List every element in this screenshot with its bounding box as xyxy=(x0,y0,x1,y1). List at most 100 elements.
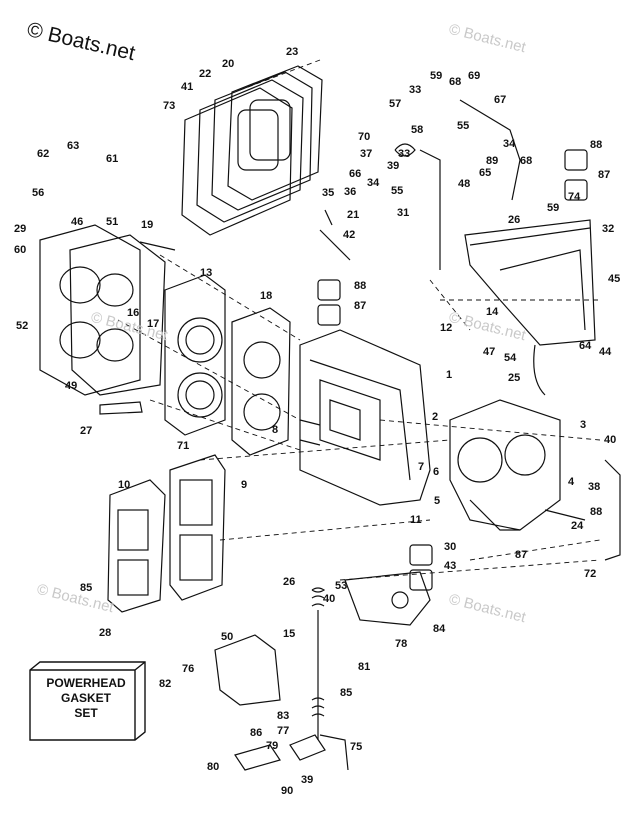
part-callout: 63 xyxy=(67,140,80,152)
part-callout: 39 xyxy=(387,160,400,172)
part-callout: 30 xyxy=(444,541,457,553)
part-callout: 58 xyxy=(411,124,424,136)
part-callout: 88 xyxy=(354,280,367,292)
part-callout: 87 xyxy=(354,300,367,312)
small-hardware xyxy=(99,99,621,561)
part-callout: 74 xyxy=(568,191,581,203)
link-parts xyxy=(234,734,349,771)
part-callout: 6 xyxy=(433,466,440,478)
part-callout: 64 xyxy=(579,340,592,352)
part-callout: 82 xyxy=(159,678,172,690)
part-callout: 59 xyxy=(547,202,560,214)
gasket-set-line: SET xyxy=(74,706,98,720)
part-callout: 39 xyxy=(301,774,314,786)
mounting-bracket xyxy=(464,219,596,346)
part-callout: 44 xyxy=(599,346,612,358)
part-callout: 35 xyxy=(322,187,335,199)
part-callout: 8 xyxy=(272,424,279,436)
part-callout: 33 xyxy=(409,84,422,96)
part-callout: 48 xyxy=(458,178,471,190)
part-callout: 52 xyxy=(16,320,29,332)
part-callout: 40 xyxy=(323,593,336,605)
part-callout: 71 xyxy=(177,440,190,452)
part-callout: 54 xyxy=(504,352,517,364)
part-callout: 14 xyxy=(486,306,499,318)
part-callout: 23 xyxy=(286,46,299,58)
part-callout: 70 xyxy=(358,131,371,143)
crankcase xyxy=(449,399,561,531)
part-callout: 20 xyxy=(222,58,235,70)
part-callout: 29 xyxy=(14,223,27,235)
part-callout: 13 xyxy=(200,267,213,279)
part-callout: 87 xyxy=(598,169,611,181)
part-callout: 80 xyxy=(207,761,220,773)
part-callout: 68 xyxy=(520,155,533,167)
part-callout: 17 xyxy=(147,318,160,330)
part-callout: 5 xyxy=(434,495,441,507)
bracket-78 xyxy=(214,634,281,706)
part-callout: 81 xyxy=(358,661,371,673)
part-callout: 22 xyxy=(199,68,212,80)
cylinder-block xyxy=(299,329,431,506)
part-callout: 56 xyxy=(32,187,45,199)
gasket-set-line: POWERHEAD xyxy=(46,676,126,690)
part-callout: 24 xyxy=(571,520,584,532)
part-callout: 43 xyxy=(444,560,457,572)
part-callout: 86 xyxy=(250,727,263,739)
part-callout: 36 xyxy=(344,186,357,198)
part-callout: 67 xyxy=(494,94,507,106)
part-callout: 9 xyxy=(241,479,248,491)
part-callout: 89 xyxy=(486,155,499,167)
part-callout: 76 xyxy=(182,663,195,675)
part-callout: 83 xyxy=(277,710,290,722)
part-callout: 79 xyxy=(266,740,279,752)
part-callout: 11 xyxy=(410,514,422,526)
part-callout: 26 xyxy=(283,576,296,588)
gasket-set-line: GASKET xyxy=(60,691,111,705)
part-callout: 16 xyxy=(127,307,140,319)
part-callout: 60 xyxy=(14,244,27,256)
part-callout: 73 xyxy=(163,100,176,112)
part-callout: 15 xyxy=(283,628,296,640)
cylinder-head-cover xyxy=(39,224,166,396)
part-callout: 66 xyxy=(349,168,362,180)
part-callout: 59 xyxy=(430,70,443,82)
part-callout: 61 xyxy=(106,153,119,165)
part-callout: 25 xyxy=(508,372,521,384)
part-callout: 50 xyxy=(221,631,234,643)
head-gasket xyxy=(231,307,291,456)
part-callout: 55 xyxy=(391,185,404,197)
part-callout: 34 xyxy=(503,138,516,150)
part-callout: 72 xyxy=(584,568,597,580)
leader-lines xyxy=(117,59,601,581)
part-callout: 27 xyxy=(80,425,93,437)
part-callout: 45 xyxy=(608,273,621,285)
part-callout: 26 xyxy=(508,214,521,226)
part-callout: 2 xyxy=(432,411,439,423)
part-callout: 53 xyxy=(335,580,348,592)
shaft-and-springs xyxy=(311,587,326,740)
part-callout: 62 xyxy=(37,148,50,160)
part-callout: 87 xyxy=(515,549,528,561)
part-callout: 85 xyxy=(340,687,353,699)
exhaust-cover-plates xyxy=(181,65,323,236)
part-callout: 75 xyxy=(350,741,363,753)
part-callout: 85 xyxy=(80,582,93,594)
part-callout: 88 xyxy=(590,506,603,518)
part-callout: 3 xyxy=(580,419,587,431)
part-callout: 40 xyxy=(604,434,617,446)
part-callout: 69 xyxy=(468,70,481,82)
part-callout: 46 xyxy=(71,216,84,228)
throttle-arm-assembly xyxy=(344,571,431,626)
part-callout: 90 xyxy=(281,785,294,797)
part-callout: 68 xyxy=(449,76,462,88)
part-callout: 57 xyxy=(389,98,402,110)
part-callout: 77 xyxy=(277,725,290,737)
part-callout: 34 xyxy=(367,177,380,189)
part-callout: 38 xyxy=(588,481,601,493)
part-callout: 21 xyxy=(347,209,360,221)
part-callout: 41 xyxy=(181,81,194,93)
part-callout: 10 xyxy=(118,479,131,491)
